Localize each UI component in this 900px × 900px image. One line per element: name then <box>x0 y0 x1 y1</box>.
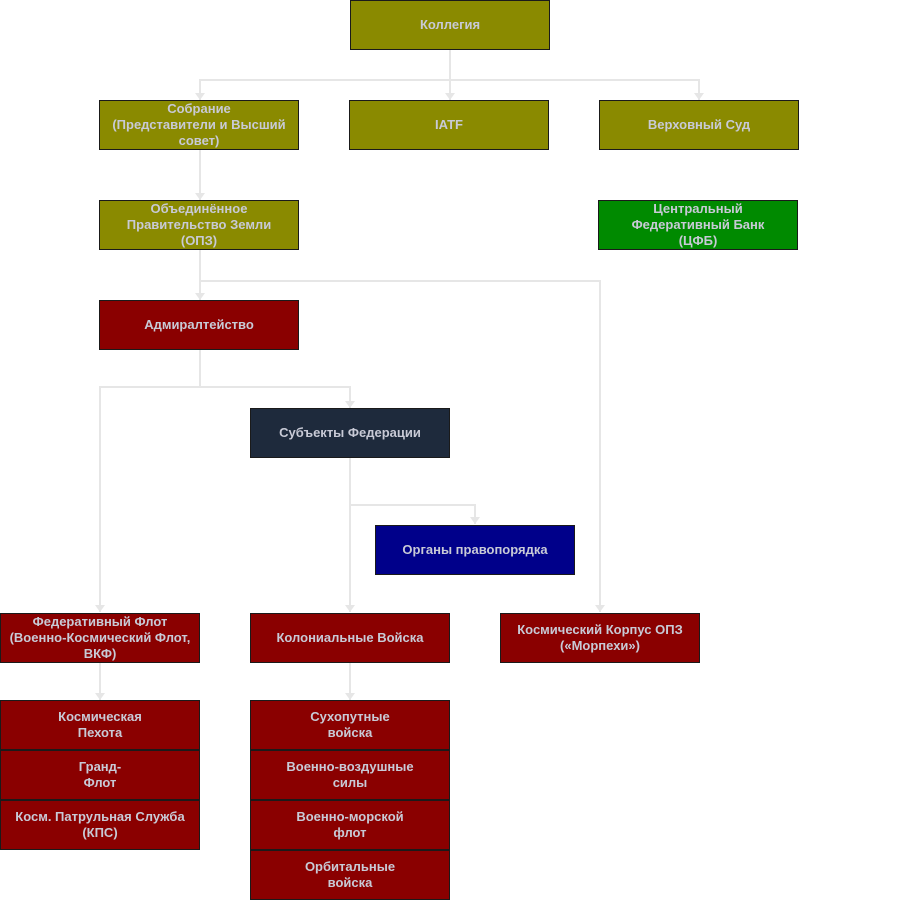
arrowhead-infantry <box>95 693 105 700</box>
arrowhead-colonial <box>345 605 355 612</box>
node-federation-subjects: Субъекты Федерации <box>250 408 450 458</box>
arrowhead-subjects <box>345 401 355 408</box>
node-grand-fleet: Гранд- Флот <box>0 750 200 800</box>
node-admiralty: Адмиралтейство <box>99 300 299 350</box>
arrowhead-fleet <box>95 605 105 612</box>
node-navy: Военно-морской флот <box>250 800 450 850</box>
arrowhead-iatf <box>445 93 455 100</box>
connector-collegium-court <box>450 79 700 100</box>
node-orbital-forces: Орбитальные войска <box>250 850 450 900</box>
node-air-force: Военно-воздушные силы <box>250 750 450 800</box>
node-iatf: IATF <box>349 100 549 150</box>
arrowhead-government <box>195 193 205 200</box>
arrowhead-law <box>470 517 480 524</box>
node-ue-government: Объединённое Правительство Земли (ОПЗ) <box>99 200 299 250</box>
arrowhead-ground <box>345 693 355 700</box>
arrowhead-court <box>694 93 704 100</box>
connector-subjects-law <box>350 504 476 524</box>
node-colonial-forces: Колониальные Войска <box>250 613 450 663</box>
node-space-corps: Космический Корпус ОПЗ («Морпехи») <box>500 613 700 663</box>
node-space-infantry: Космическая Пехота <box>0 700 200 750</box>
node-ground-forces: Сухопутные войска <box>250 700 450 750</box>
connector-admiralty-fleet <box>99 386 200 612</box>
node-supreme-court: Верховный Суд <box>599 100 799 150</box>
node-space-patrol: Косм. Патрульная Служба (КПС) <box>0 800 200 850</box>
connector-government-corps <box>200 280 601 612</box>
connector-admiralty-subjects <box>200 386 351 408</box>
node-law-enforcement: Органы правопорядка <box>375 525 575 575</box>
arrowhead-admiralty <box>195 293 205 300</box>
node-federal-fleet: Федеративный Флот (Военно-Космический Фл… <box>0 613 200 663</box>
node-central-bank: Центральный Федеративный Банк (ЦФБ) <box>598 200 798 250</box>
node-collegium: Коллегия <box>350 0 550 50</box>
connector-collegium-assembly <box>199 79 450 100</box>
node-assembly: Собрание (Представители и Высший совет) <box>99 100 299 150</box>
arrowhead-corps <box>595 605 605 612</box>
arrowhead-assembly <box>195 93 205 100</box>
